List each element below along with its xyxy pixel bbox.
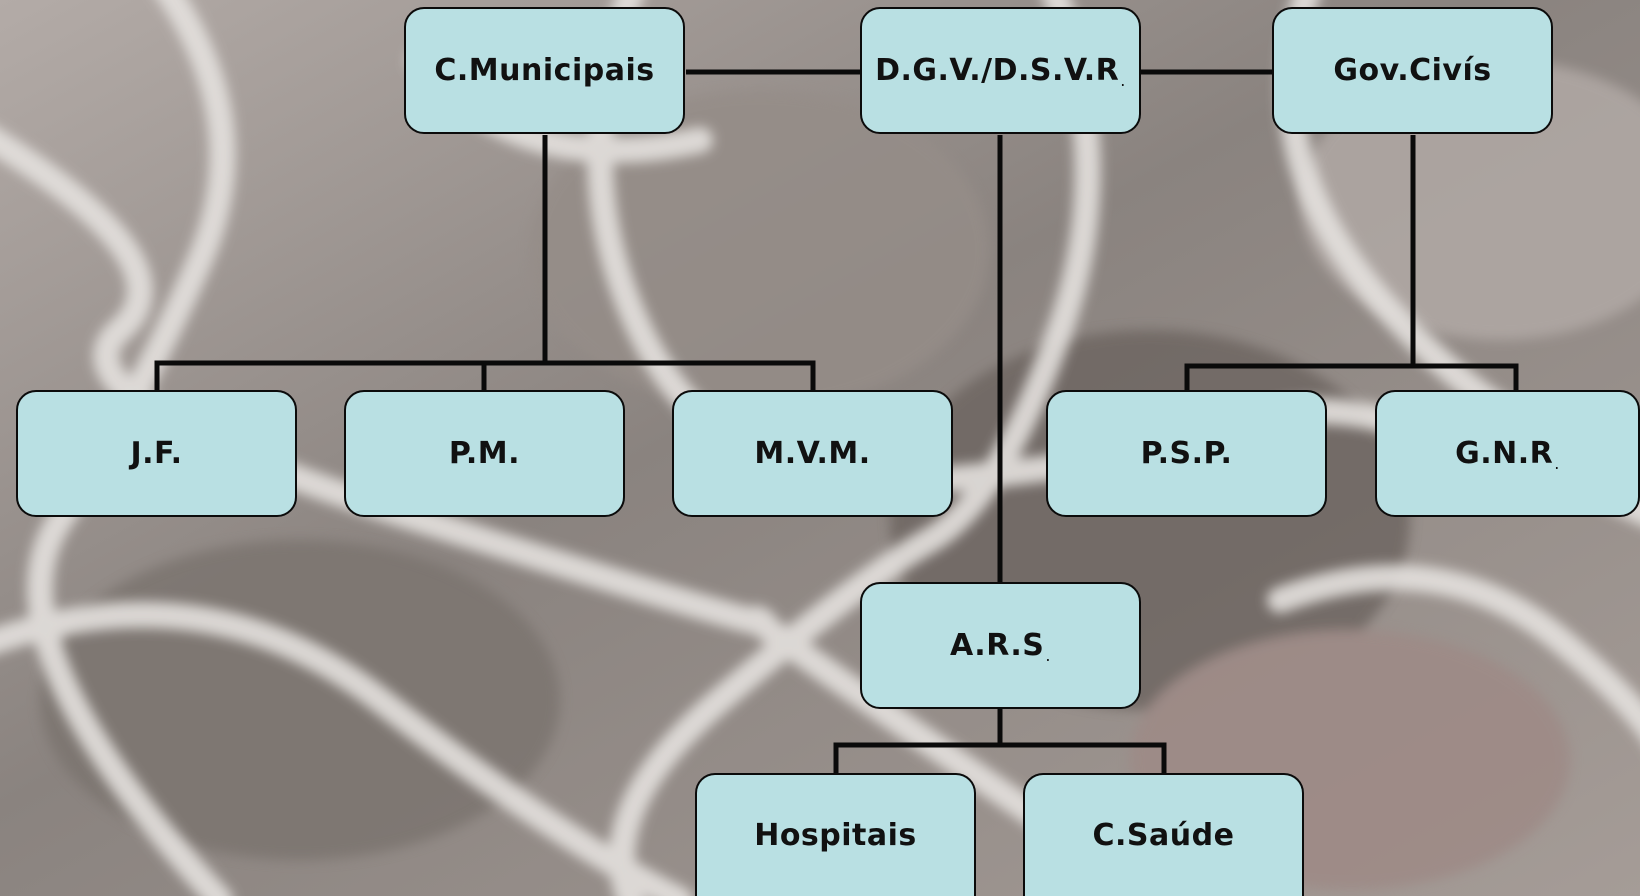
node-gov-civis: Gov.Civís [1272,7,1553,134]
node-ars-label: A.R.S [950,628,1045,663]
node-ars: A.R.S. [860,582,1141,709]
node-hospitais-label: Hospitais [754,818,917,853]
node-hospitais: Hospitais [695,773,976,896]
node-c-saude: C.Saúde [1023,773,1304,896]
node-c-municipais-label: C.Municipais [434,53,655,88]
node-jf-label: J.F. [130,436,183,471]
node-mvm: M.V.M. [672,390,953,517]
node-mvm-label: M.V.M. [754,436,871,471]
node-psp-label: P.S.P. [1140,436,1233,471]
node-gnr: G.N.R. [1375,390,1640,517]
node-dgv-dsvr-label: D.G.V./D.S.V.R [875,53,1120,88]
node-pm-label: P.M. [448,436,521,471]
node-dgv-dsvr-suffix: . [1120,71,1126,90]
node-jf: J.F. [16,390,297,517]
node-pm: P.M. [344,390,625,517]
node-ars-suffix: . [1045,646,1051,665]
node-psp: P.S.P. [1046,390,1327,517]
node-gnr-label: G.N.R [1455,436,1554,471]
node-gov-civis-label: Gov.Civís [1333,53,1492,88]
node-c-saude-label: C.Saúde [1092,818,1235,853]
node-gnr-suffix: . [1554,454,1560,473]
node-c-municipais: C.Municipais [404,7,685,134]
connector-ars-children [833,742,1167,773]
node-dgv-dsvr: D.G.V./D.S.V.R. [860,7,1141,134]
connector-govcivis-children [1184,363,1519,390]
